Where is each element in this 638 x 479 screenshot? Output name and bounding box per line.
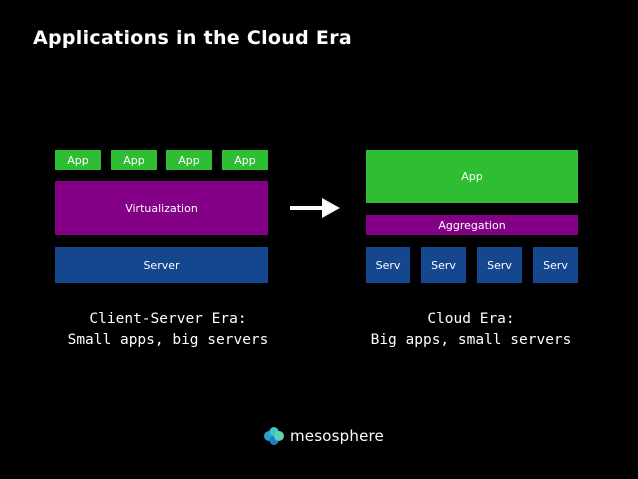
right-arrow-icon (290, 198, 340, 218)
right-caption: Cloud Era: Big apps, small servers (356, 309, 586, 351)
left-caption-line-1: Client-Server Era: (89, 311, 247, 327)
mesosphere-logo: mesosphere (263, 426, 384, 446)
virtualization-box: Virtualization (55, 181, 268, 235)
right-app-box: App (366, 150, 578, 203)
right-caption-line-2: Big apps, small servers (370, 332, 572, 348)
right-serv-box-1: Serv (366, 247, 410, 283)
left-caption: Client-Server Era: Small apps, big serve… (55, 309, 281, 351)
left-caption-line-2: Small apps, big servers (67, 332, 269, 348)
right-serv-box-3: Serv (477, 247, 522, 283)
left-app-box-4: App (222, 150, 268, 170)
mesosphere-logo-icon (264, 427, 284, 445)
aggregation-box: Aggregation (366, 215, 578, 235)
left-app-box-3: App (166, 150, 212, 170)
page-title: Applications in the Cloud Era (33, 27, 352, 49)
left-app-box-1: App (55, 150, 101, 170)
right-serv-box-2: Serv (421, 247, 466, 283)
logo-text: mesosphere (290, 427, 384, 445)
right-caption-line-1: Cloud Era: (427, 311, 515, 327)
right-serv-box-4: Serv (533, 247, 578, 283)
left-app-box-2: App (111, 150, 157, 170)
server-box: Server (55, 247, 268, 283)
